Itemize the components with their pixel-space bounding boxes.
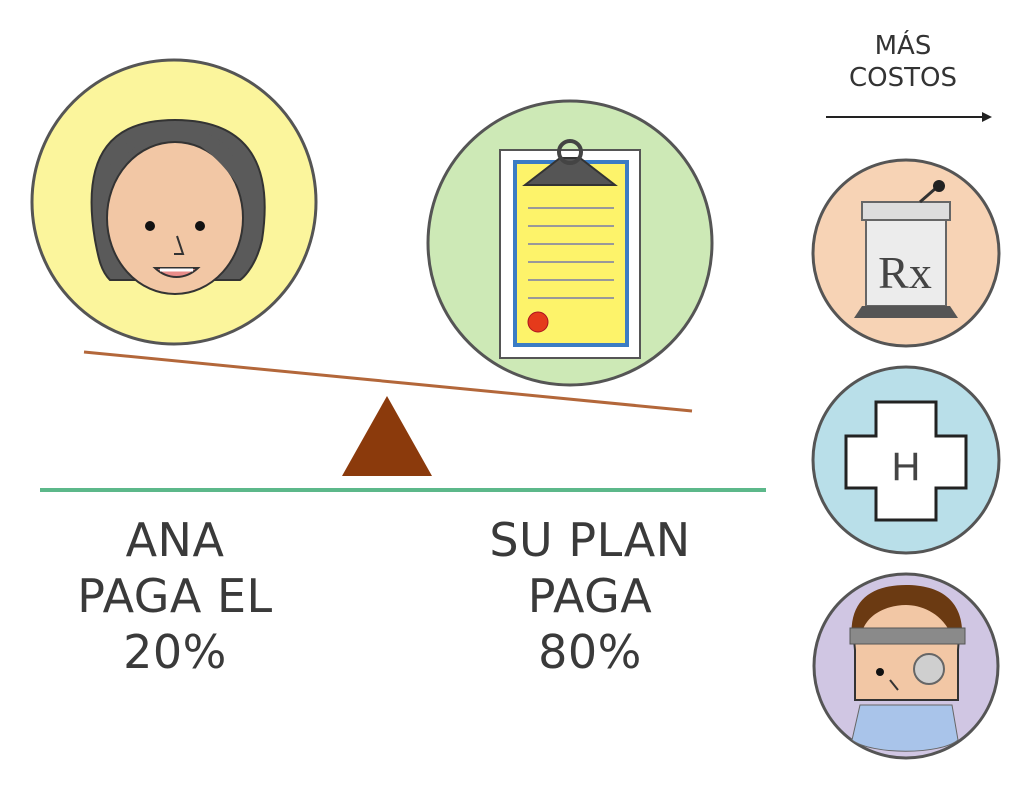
more-costs-line2: COSTOS xyxy=(849,63,957,93)
more-costs-line1: MÁS xyxy=(874,31,932,61)
balance-beam xyxy=(83,350,693,413)
plan-pays-line1: SU PLAN xyxy=(489,513,691,567)
doctor-icon xyxy=(812,572,1000,760)
ana-pays-line3: 20% xyxy=(123,625,227,679)
pharmacy-icon: Rx xyxy=(811,158,1001,348)
rx-symbol: Rx xyxy=(878,247,932,298)
balance-scale xyxy=(40,350,766,492)
ana-pays-label: ANA PAGA EL 20% xyxy=(25,512,325,680)
more-costs-label: MÁS COSTOS xyxy=(818,30,988,94)
fulcrum xyxy=(342,396,432,476)
hospital-icon: H xyxy=(811,365,1001,555)
hospital-letter: H xyxy=(892,445,921,489)
more-costs-arrow xyxy=(826,112,992,122)
ana-pays-line2: PAGA EL xyxy=(77,569,273,623)
ana-avatar xyxy=(30,58,318,346)
plan-pays-line3: 80% xyxy=(538,625,642,679)
plan-document-icon xyxy=(426,99,714,387)
plan-pays-line2: PAGA xyxy=(527,569,653,623)
ana-pays-line1: ANA xyxy=(125,513,225,567)
plan-pays-label: SU PLAN PAGA 80% xyxy=(440,512,740,680)
